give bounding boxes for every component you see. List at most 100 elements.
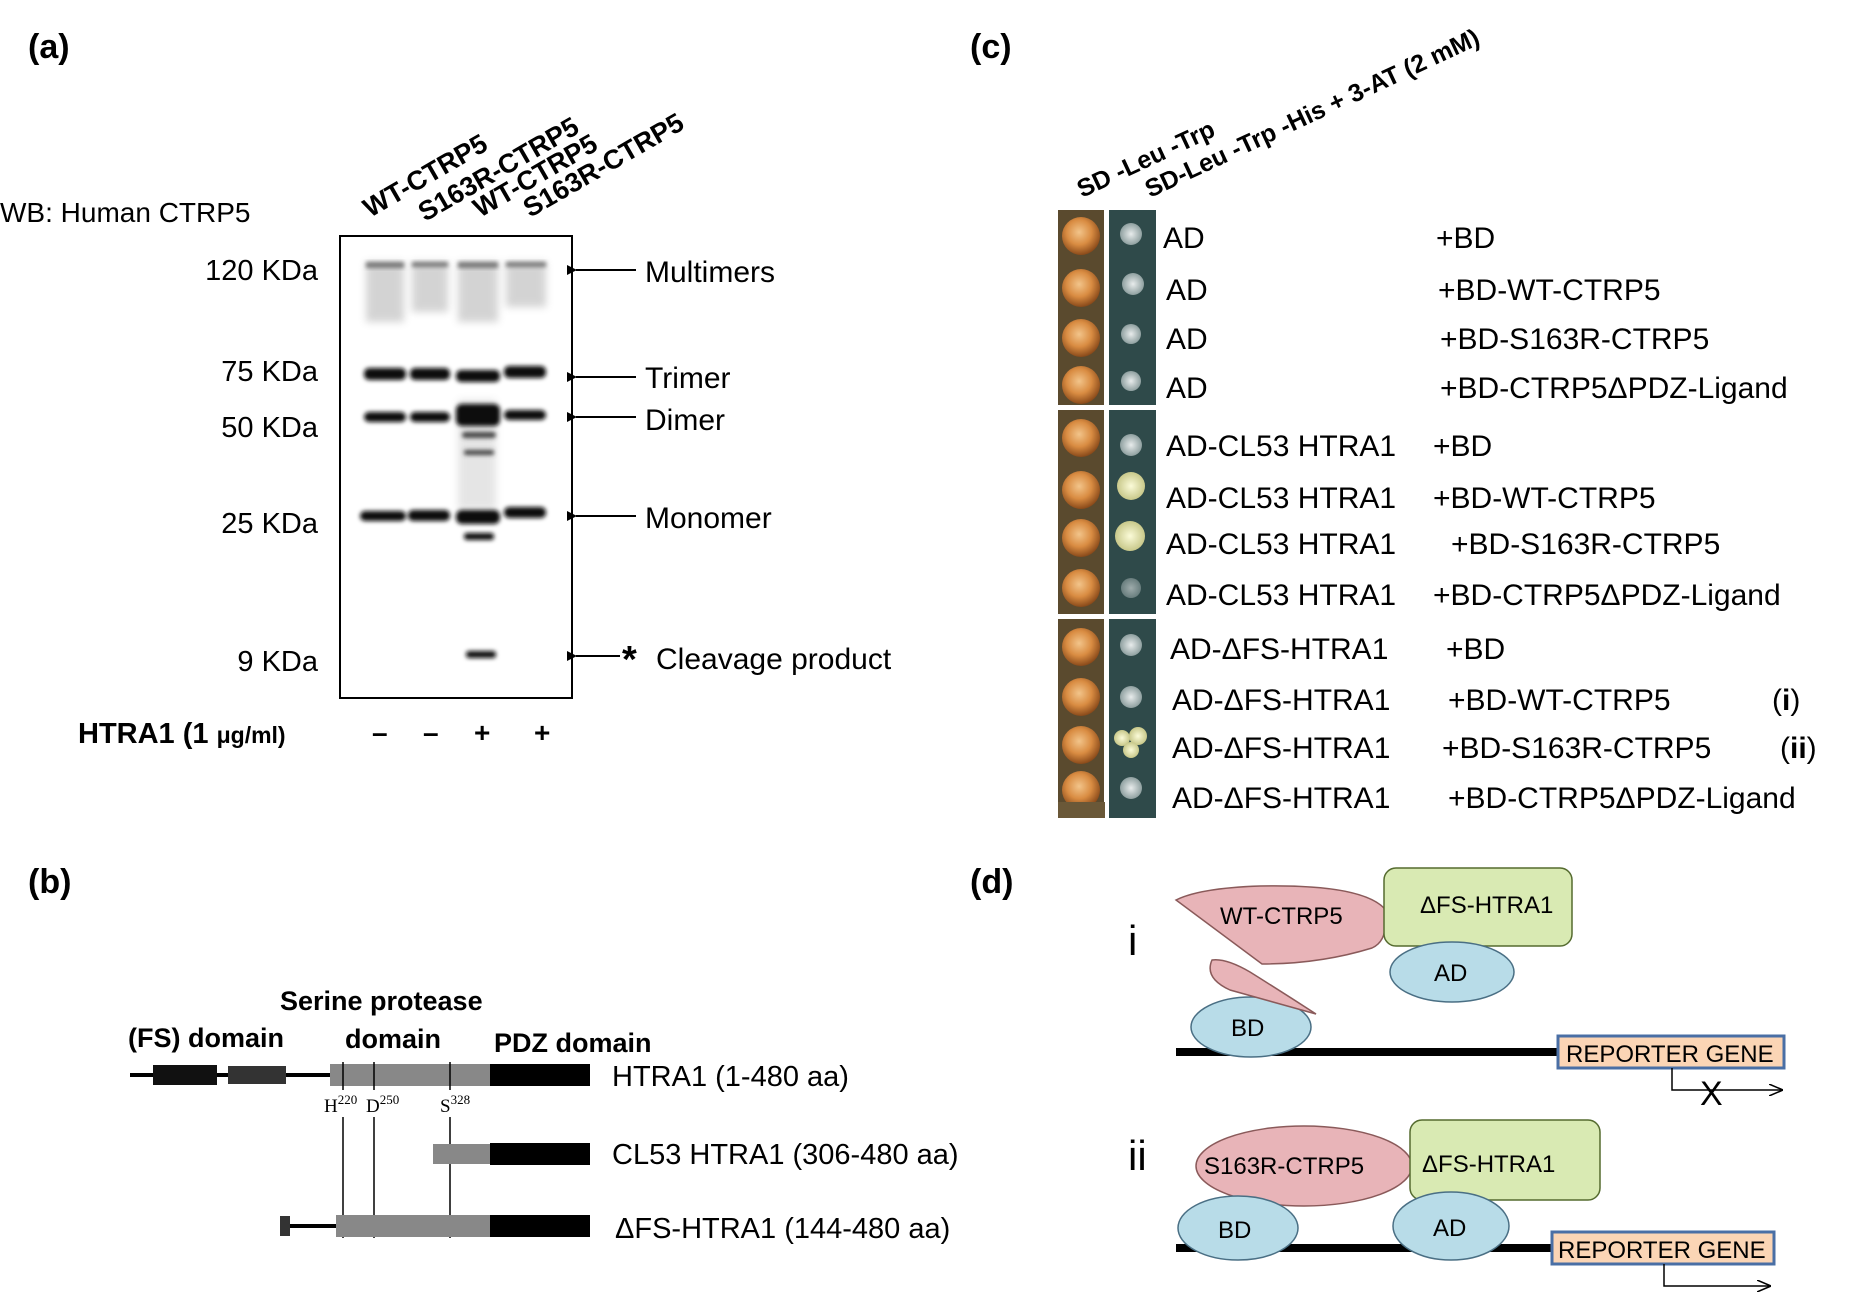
label-multimers: Multimers	[645, 256, 775, 289]
panel-d-label: (d)	[970, 863, 1013, 901]
marker-25: 25 KDa	[221, 508, 319, 540]
panel-b: (b) (FS) domain Serine protease domain P…	[28, 863, 959, 1245]
row-12-ad: AD-ΔFS-HTRA1	[1172, 782, 1390, 815]
medium-labels: SD -Leu -Trp SD-Leu -Trp -His + 3-AT (2 …	[1073, 24, 1484, 204]
row-1-ad: AD	[1163, 222, 1205, 255]
treatment-label: HTRA1 (1 μg/ml)	[78, 718, 286, 750]
construct-dfs	[280, 1215, 590, 1237]
band-dimer-4	[504, 410, 546, 420]
panel-a: (a) WT-CTRP5 S163R-CTRP5 WT-CTRP5 S163R-…	[0, 28, 892, 750]
band-dimer-3	[456, 404, 500, 426]
band-trimer-2	[410, 368, 450, 380]
ad-label-ii: AD	[1433, 1215, 1466, 1242]
row-8-bd: +BD-CTRP5ΔPDZ-Ligand	[1433, 579, 1781, 612]
row-10-bd: +BD-WT-CTRP5	[1448, 684, 1671, 717]
row-5-ad: AD-CL53 HTRA1	[1166, 430, 1396, 463]
row-3-ad: AD	[1166, 323, 1208, 356]
row-11-bd: +BD-S163R-CTRP5	[1442, 732, 1711, 765]
row-3-bd: +BD-S163R-CTRP5	[1440, 323, 1709, 356]
diagram-ii: ii REPORTER GENE S163R-CTRP5 ΔFS-HTRA1 B…	[1128, 1119, 1776, 1286]
band-dimer-2	[410, 412, 450, 422]
construct-labels: HTRA1 (1-480 aa) CL53 HTRA1 (306-480 aa)…	[612, 1061, 959, 1245]
row-12-bd: +BD-CTRP5ΔPDZ-Ligand	[1448, 782, 1796, 815]
panel-c-label: (c)	[970, 28, 1012, 66]
domain-labels: (FS) domain Serine protease domain PDZ d…	[128, 986, 652, 1058]
fs-domain-label: (FS) domain	[128, 1023, 284, 1053]
serine-label-2: domain	[345, 1024, 441, 1054]
panel-c: (c) SD -Leu -Trp SD-Leu -Trp -His + 3-AT…	[970, 24, 1817, 818]
label-dimer: Dimer	[645, 404, 725, 437]
label-cleavage: Cleavage product	[656, 643, 892, 676]
band-arrows	[567, 265, 636, 661]
residue-d: D250	[366, 1092, 399, 1117]
marker-50: 50 KDa	[221, 412, 319, 444]
band-trimer-1	[364, 368, 406, 380]
reporter-label-i: REPORTER GENE	[1566, 1041, 1774, 1068]
band-monomer-3	[456, 510, 500, 524]
reporter-gene-ii	[1550, 1230, 1776, 1266]
band-extra	[464, 533, 494, 540]
label-monomer: Monomer	[645, 502, 772, 535]
bd-oval-ii	[1177, 1195, 1299, 1261]
bd-label-i: BD	[1231, 1015, 1264, 1042]
lane-labels: WT-CTRP5 S163R-CTRP5 WT-CTRP5 S163R-CTRP…	[358, 107, 689, 227]
treatment-sign-3: +	[474, 717, 490, 748]
row-10-note: (i)	[1772, 684, 1800, 717]
row-11-note: (ii)	[1780, 732, 1817, 765]
residue-markers: H220 D250 S328	[324, 1092, 470, 1117]
asterisk: *	[622, 639, 637, 681]
marker-labels: 120 KDa 75 KDa 50 KDa 25 KDa 9 KDa	[205, 255, 319, 678]
dfs-htra1-box-ii	[1409, 1119, 1601, 1201]
label-trimer: Trimer	[645, 362, 731, 395]
band-dimer-1	[364, 412, 406, 422]
ad-oval-ii	[1392, 1191, 1510, 1261]
transcription-arrow-ii	[1663, 1264, 1770, 1286]
transcription-arrow-i	[1671, 1068, 1782, 1090]
y2h-rows: AD +BD AD +BD-WT-CTRP5 AD +BD-S163R-CTRP…	[1163, 222, 1817, 815]
construct-cl53	[433, 1143, 590, 1165]
band-monomer-2	[408, 510, 450, 521]
row-9-bd: +BD	[1446, 633, 1505, 666]
blocked-mark: X	[1700, 1075, 1723, 1113]
reporter-label-ii: REPORTER GENE	[1558, 1237, 1766, 1264]
row-11-ad: AD-ΔFS-HTRA1	[1172, 732, 1390, 765]
pdz-domain-label: PDZ domain	[494, 1028, 652, 1058]
row-5-bd: +BD	[1433, 430, 1492, 463]
treatment-row: HTRA1 (1 μg/ml) – – + +	[78, 717, 550, 750]
construct-label-cl53: CL53 HTRA1 (306-480 aa)	[612, 1139, 959, 1171]
band-monomer-1	[360, 511, 406, 521]
construct-htra1	[130, 1064, 590, 1086]
band-cleavage	[466, 651, 496, 658]
row-2-bd: +BD-WT-CTRP5	[1438, 274, 1661, 307]
diagram-i: i REPORTER GENE X BD WT-CTRP5 ΔFS-HTRA1 …	[1128, 867, 1786, 1113]
numeral-ii: ii	[1128, 1132, 1147, 1179]
row-1-bd: +BD	[1436, 222, 1495, 255]
western-blot	[339, 235, 573, 699]
ad-oval-i	[1389, 941, 1515, 1003]
panel-d: (d) i REPORTER GENE X BD WT-CTRP5 ΔFS-HT…	[970, 863, 1786, 1286]
row-7-ad: AD-CL53 HTRA1	[1166, 528, 1396, 561]
wb-label: WB: Human CTRP5	[0, 197, 251, 228]
bd-label-ii: BD	[1218, 1217, 1251, 1244]
numeral-i: i	[1128, 917, 1137, 964]
band-labels: Multimers Trimer Dimer Monomer * Cleavag…	[622, 256, 892, 681]
dfs-htra1-label-ii: ΔFS-HTRA1	[1422, 1151, 1555, 1178]
ctrp5-fragment-i	[1209, 959, 1317, 1015]
band-trimer-4	[504, 366, 546, 378]
marker-9: 9 KDa	[237, 646, 318, 678]
row-4-bd: +BD-CTRP5ΔPDZ-Ligand	[1440, 372, 1788, 405]
wt-ctrp5-label: WT-CTRP5	[1220, 903, 1343, 930]
residue-h: H220	[324, 1092, 357, 1117]
row-6-ad: AD-CL53 HTRA1	[1166, 482, 1396, 515]
construct-label-htra1: HTRA1 (1-480 aa)	[612, 1061, 849, 1093]
row-9-ad: AD-ΔFS-HTRA1	[1170, 633, 1388, 666]
marker-120: 120 KDa	[205, 255, 319, 287]
row-10-ad: AD-ΔFS-HTRA1	[1172, 684, 1390, 717]
bd-oval-i	[1190, 996, 1312, 1058]
band-monomer-4	[504, 507, 546, 518]
marker-75: 75 KDa	[221, 356, 319, 388]
band-trimer-3	[456, 370, 500, 382]
treatment-sign-2: –	[423, 717, 439, 748]
treatment-sign-4: +	[534, 717, 550, 748]
